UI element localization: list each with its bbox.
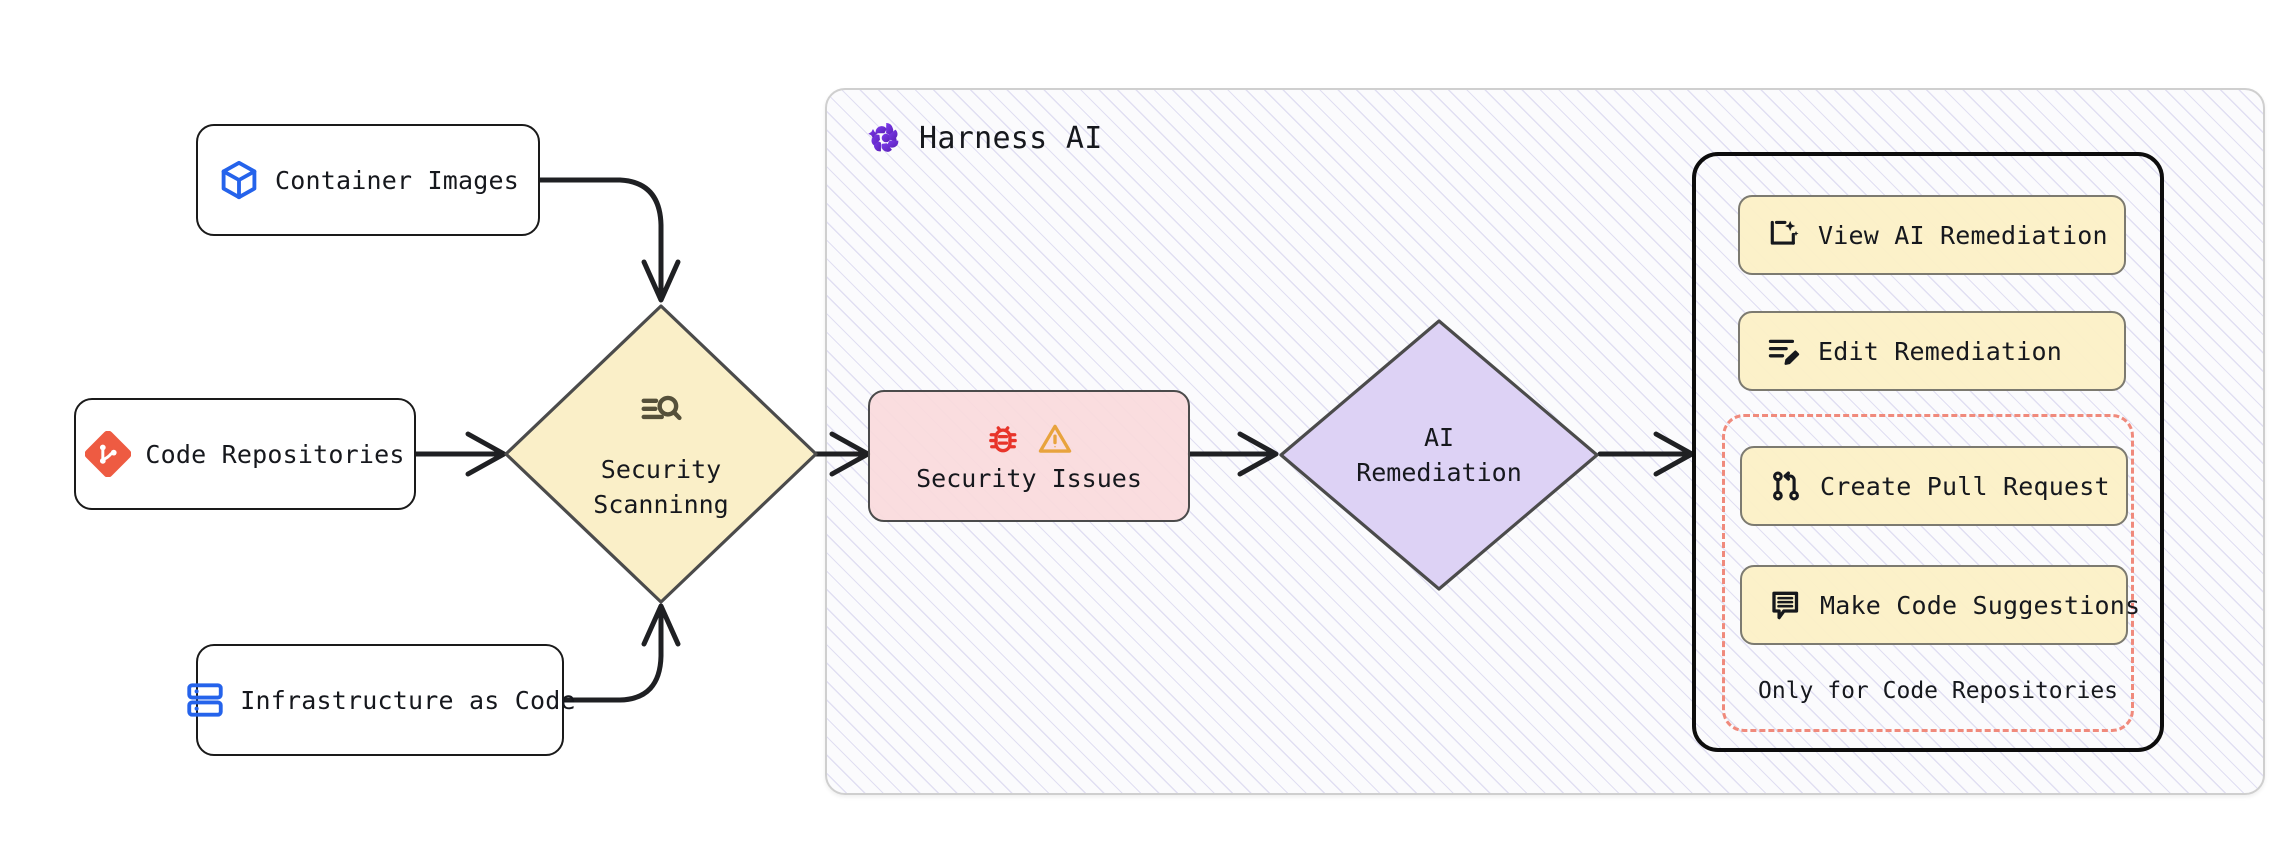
- harness-ai-title: Harness AI: [866, 118, 1103, 158]
- security-scanning-shape: [504, 304, 818, 604]
- ai-remediation-shape: [1279, 319, 1599, 591]
- ai-sparkle-document-icon: [1770, 220, 1799, 245]
- node-container-images-label: Container Images: [274, 165, 520, 195]
- action-edit-remediation[interactable]: Edit Remediation: [1738, 311, 2126, 391]
- node-security-scanning[interactable]: Security Scanninng: [500, 300, 822, 608]
- remediation-actions-panel: [1692, 152, 2164, 752]
- code-repos-only-group: [1722, 414, 2134, 732]
- action-make-code-suggestions[interactable]: Make Code Suggestions: [1740, 565, 2140, 645]
- security-issues-icons: [984, 420, 1074, 458]
- node-infrastructure-as-code[interactable]: Infrastructure as Code: [187, 644, 576, 756]
- node-code-repositories[interactable]: Code Repositories: [74, 398, 416, 510]
- node-code-repositories-label: Code Repositories: [145, 439, 405, 469]
- harness-ai-title-text: Harness AI: [919, 120, 1103, 156]
- node-security-issues[interactable]: Security Issues: [868, 390, 1190, 522]
- git-pull-request-icon: [1773, 471, 1799, 501]
- bug-icon: [989, 425, 1017, 452]
- container-cube-icon: [221, 160, 257, 200]
- code-repos-only-note: Only for Code Repositories: [1758, 678, 2119, 704]
- list-pencil-icon: [1768, 339, 1800, 365]
- comment-code-icon: [1772, 591, 1799, 620]
- git-repository-icon: [85, 431, 132, 477]
- security-issues-label: Security Issues: [916, 463, 1142, 493]
- node-container-images[interactable]: Container Images: [196, 124, 540, 236]
- node-ai-remediation[interactable]: AI Remediation: [1276, 316, 1602, 594]
- edge-container-to-scan: [537, 177, 664, 299]
- server-stack-icon: [187, 683, 223, 717]
- edge-iac-to-scan: [560, 607, 664, 703]
- action-create-pull-request-label: Create Pull Request: [1820, 471, 2110, 501]
- node-infrastructure-as-code-label: Infrastructure as Code: [240, 685, 576, 715]
- action-make-code-suggestions-label: Make Code Suggestions: [1820, 590, 2141, 620]
- action-view-ai-remediation[interactable]: View AI Remediation: [1738, 195, 2126, 275]
- warning-triangle-icon: [1038, 424, 1072, 453]
- harness-pinwheel-logo: [868, 123, 899, 152]
- action-view-ai-remediation-label: View AI Remediation: [1818, 220, 2108, 250]
- action-edit-remediation-label: Edit Remediation: [1818, 336, 2063, 366]
- action-create-pull-request[interactable]: Create Pull Request: [1740, 446, 2128, 526]
